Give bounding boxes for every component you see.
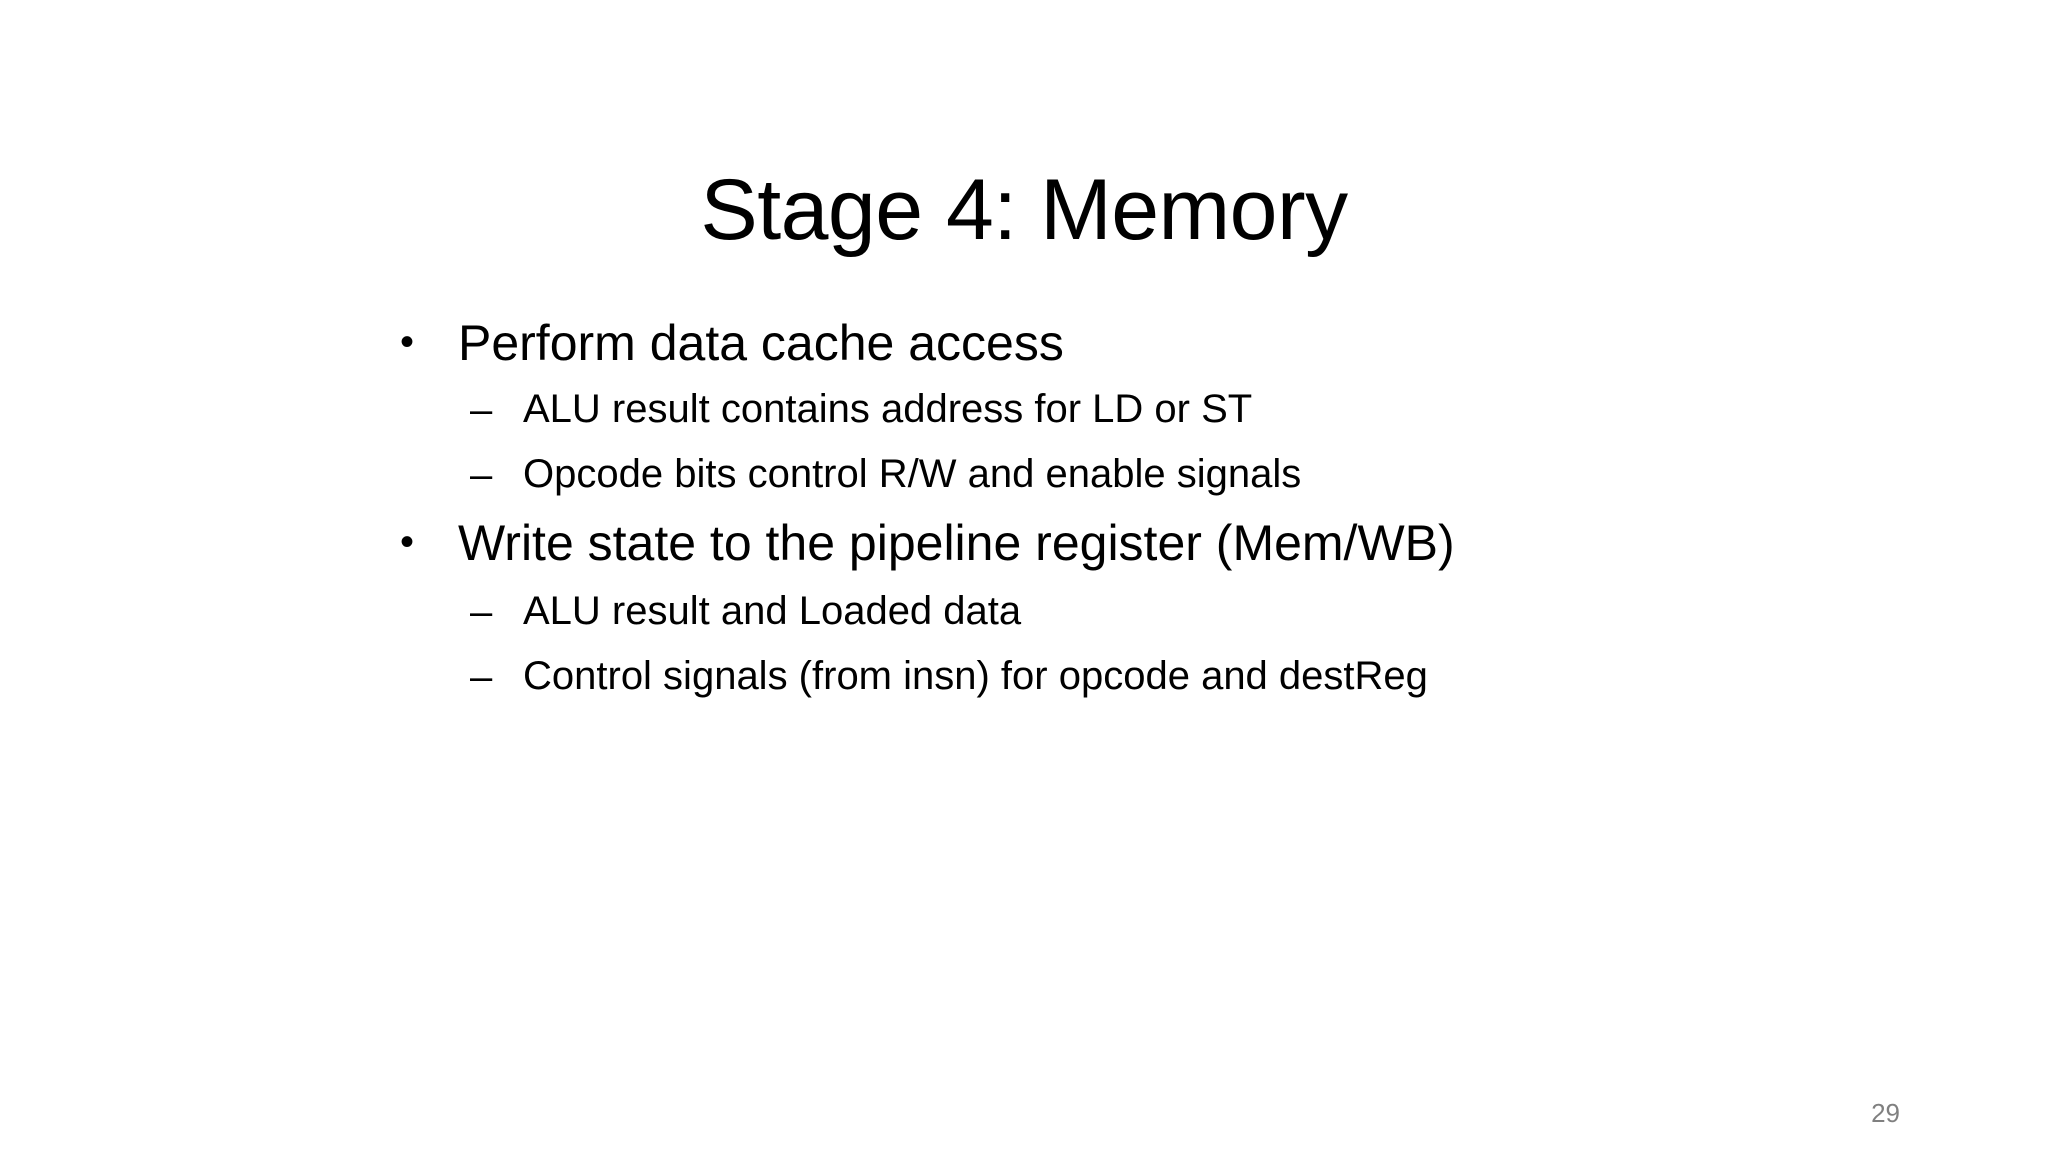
list-item: – Control signals (from insn) for opcode…: [396, 643, 1876, 698]
bullet-dash-icon: –: [470, 388, 493, 432]
list-item-label: ALU result contains address for LD or ST: [523, 387, 1253, 431]
bullet-dash-icon: –: [470, 590, 493, 634]
list-item-label: Control signals (from insn) for opcode a…: [523, 654, 1428, 698]
slide-body-content: • Perform data cache access – ALU result…: [396, 310, 1876, 708]
list-item: – Opcode bits control R/W and enable sig…: [396, 441, 1876, 496]
list-item-label: ALU result and Loaded data: [523, 589, 1022, 633]
bullet-dot-icon: •: [400, 320, 415, 364]
list-item: – ALU result and Loaded data: [396, 578, 1876, 633]
list-item-label: Opcode bits control R/W and enable signa…: [523, 452, 1302, 496]
bullet-dash-icon: –: [470, 655, 493, 699]
list-item: • Write state to the pipeline register (…: [396, 510, 1876, 568]
list-item-label: Perform data cache access: [458, 315, 1064, 371]
list-item: – ALU result contains address for LD or …: [396, 376, 1876, 431]
slide-number: 29: [1871, 1098, 1900, 1128]
page-title: Stage 4: Memory: [700, 161, 1348, 258]
bullet-dot-icon: •: [400, 520, 415, 564]
list-item-label: Write state to the pipeline register (Me…: [458, 515, 1455, 571]
list-item: • Perform data cache access: [396, 310, 1876, 368]
bullet-dash-icon: –: [470, 453, 493, 497]
